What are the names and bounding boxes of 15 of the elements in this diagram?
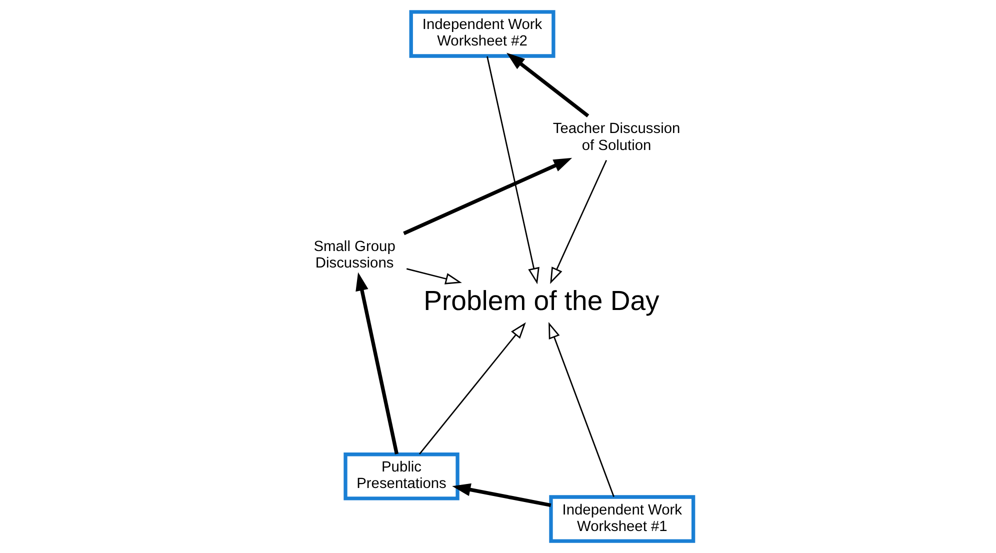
node-box: Public Presentations <box>344 452 460 500</box>
arrow <box>403 158 572 236</box>
arrow <box>356 272 399 454</box>
arrow <box>548 322 614 497</box>
arrow <box>452 483 552 508</box>
node-text: Problem of the Day <box>424 284 660 316</box>
arrow <box>418 322 526 455</box>
arrow <box>506 52 590 118</box>
arrow <box>550 160 608 284</box>
arrow <box>486 56 540 284</box>
node-box: Independent Work Worksheet #1 <box>549 495 696 543</box>
node-box: Independent Work Worksheet #2 <box>409 10 556 58</box>
node-text: Teacher Discussion of Solution <box>552 121 680 154</box>
arrow <box>406 268 462 284</box>
node-text: Small Group Discussions <box>314 238 396 272</box>
